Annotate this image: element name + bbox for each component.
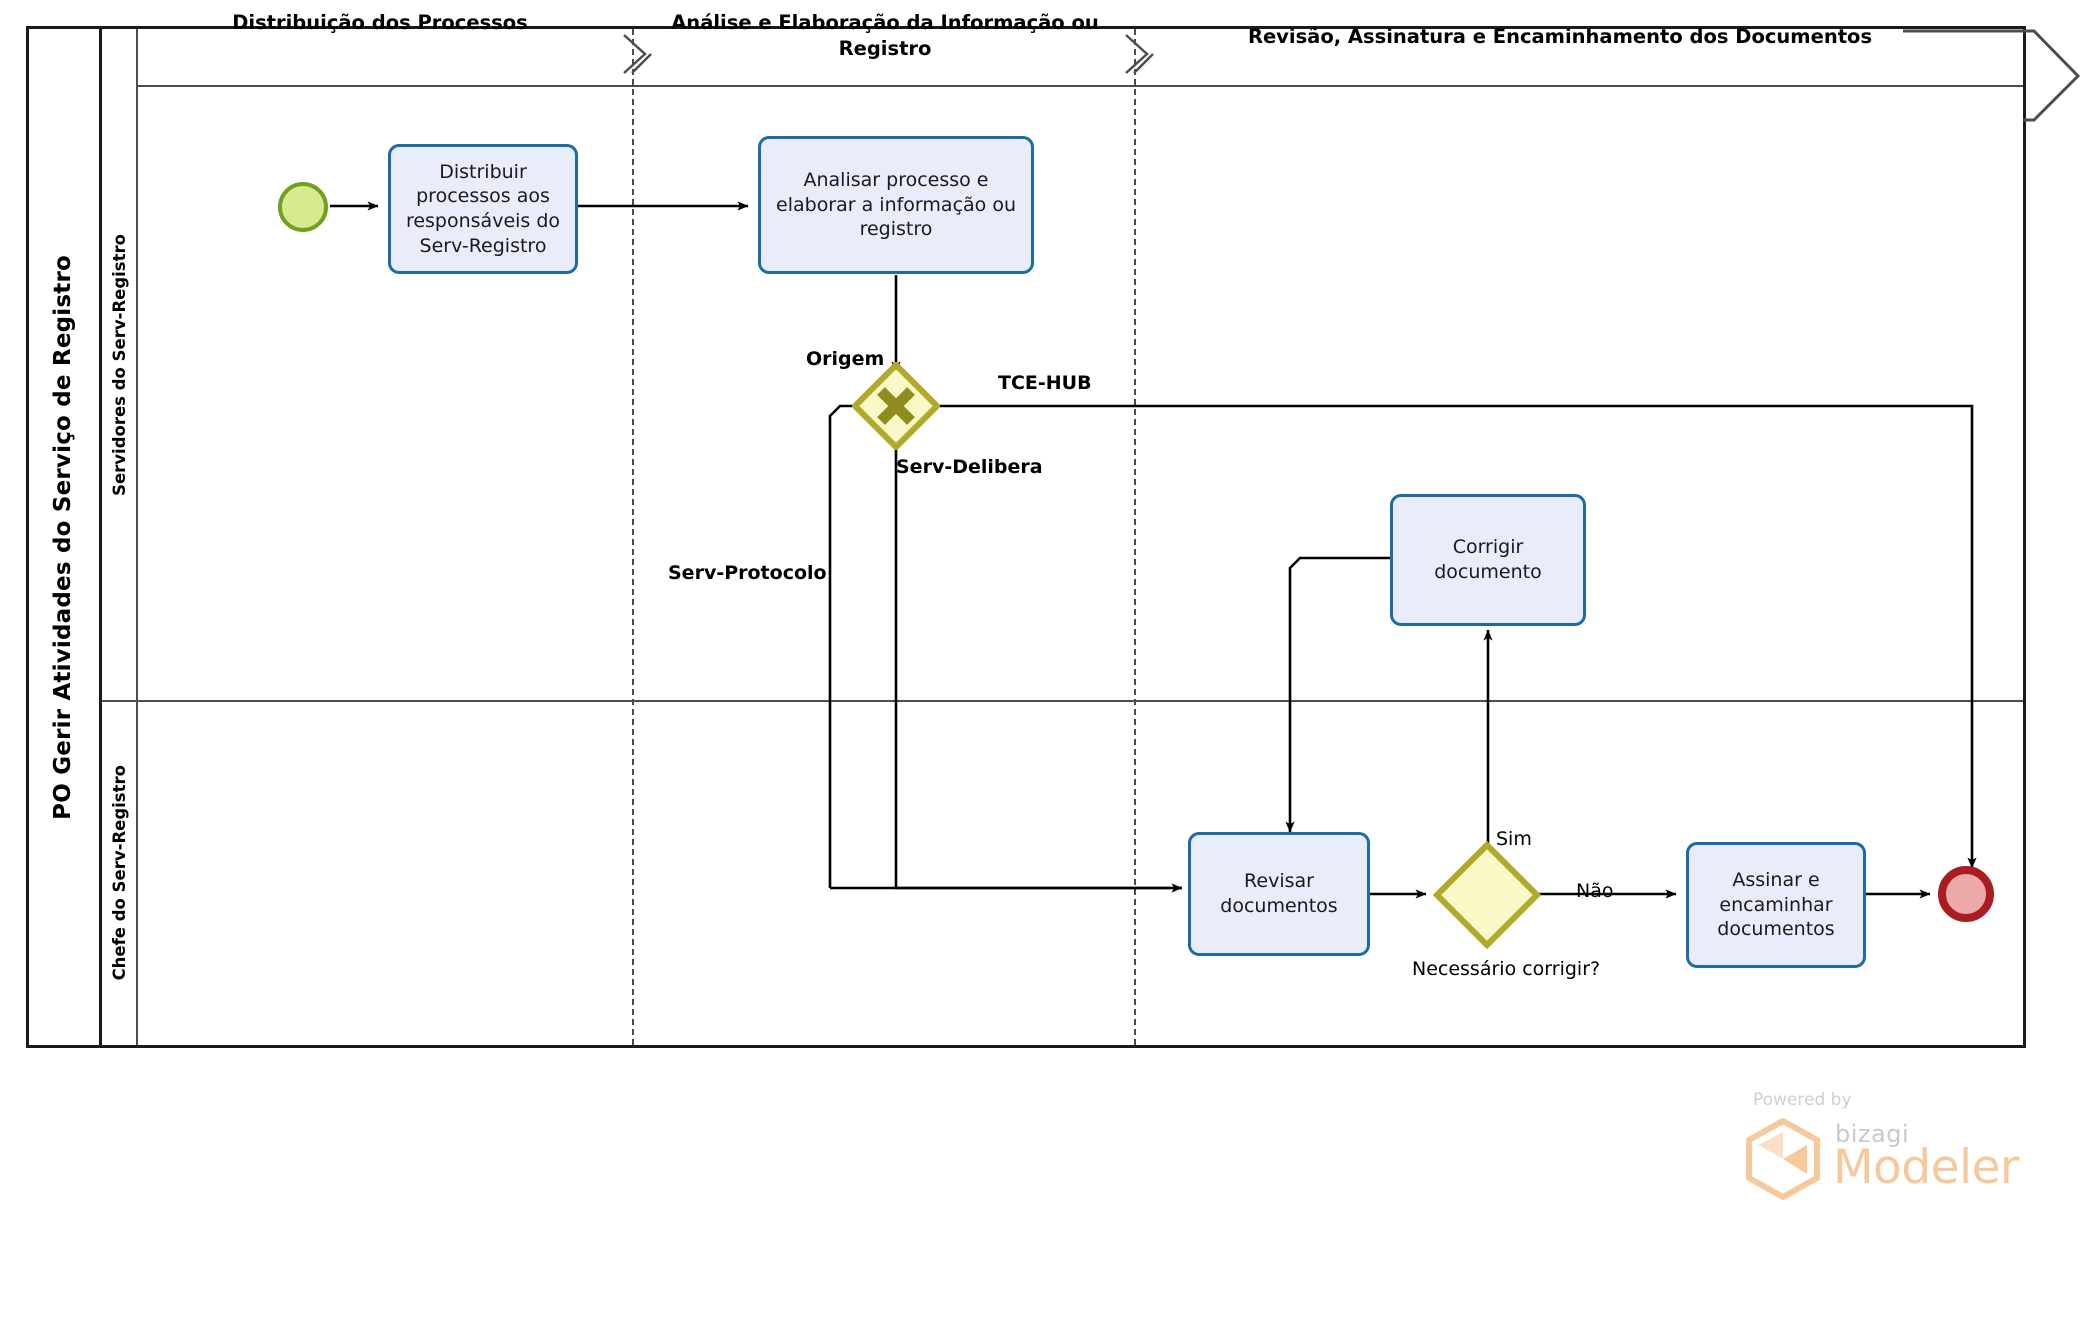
phase-separator-2 xyxy=(1134,29,1136,1045)
phase-label-analise: Análise e Elaboração da Informação ou Re… xyxy=(671,11,1099,60)
phase-separator-1 xyxy=(632,29,634,1045)
phase-label-revisao: Revisão, Assinatura e Encaminhamento dos… xyxy=(1247,25,1873,48)
exclusive-x-icon xyxy=(877,387,915,425)
task-corrigir-documento[interactable]: Corrigir documento xyxy=(1390,494,1586,626)
lane-header-servidores: Servidores do Serv-Registro xyxy=(102,29,138,700)
watermark-powered-by: Powered by xyxy=(1753,1090,1852,1110)
bizagi-hex-icon xyxy=(1745,1117,1821,1204)
flow-label-serv-protocolo: Serv-Protocolo xyxy=(668,562,827,584)
phase-label-distribuicao: Distribuição dos Processos xyxy=(232,11,528,34)
lane-label-chefe: Chefe do Serv-Registro xyxy=(109,764,129,981)
task-analisar-processo[interactable]: Analisar processo e elaborar a informaçã… xyxy=(758,136,1034,274)
flow-label-nao: Não xyxy=(1576,880,1614,902)
task-assinar-label: Assinar e encaminhar documentos xyxy=(1717,868,1835,941)
task-assinar-encaminhar[interactable]: Assinar e encaminhar documentos xyxy=(1686,842,1866,968)
flow-label-origem: Origem xyxy=(806,348,885,370)
flow-label-serv-delibera: Serv-Delibera xyxy=(896,456,1043,478)
pool-title: PO Gerir Atividades do Serviço de Regist… xyxy=(49,254,76,820)
task-analisar-label: Analisar processo e elaborar a informaçã… xyxy=(776,168,1016,241)
task-revisar-documentos[interactable]: Revisar documentos xyxy=(1188,832,1370,956)
start-event[interactable] xyxy=(278,182,328,232)
lane-label-servidores: Servidores do Serv-Registro xyxy=(109,233,129,496)
phase-band xyxy=(138,29,2023,87)
bizagi-watermark: Powered by bizagi Modeler xyxy=(1725,1090,2019,1210)
gateway-label-necessario-corrigir: Necessário corrigir? xyxy=(1412,958,1601,980)
end-event[interactable] xyxy=(1938,866,1994,922)
task-distribuir-label: Distribuir processos aos responsáveis do… xyxy=(405,160,561,257)
watermark-brand: bizagi xyxy=(1835,1120,1910,1148)
gateway-necessario-corrigir[interactable] xyxy=(1432,840,1542,950)
task-corrigir-label: Corrigir documento xyxy=(1434,536,1542,583)
lane-divider xyxy=(102,700,2023,702)
gateway-origem[interactable] xyxy=(852,362,940,450)
task-revisar-label: Revisar documentos xyxy=(1220,870,1338,917)
pool-title-band: PO Gerir Atividades do Serviço de Regist… xyxy=(26,26,102,1048)
lane-header-chefe: Chefe do Serv-Registro xyxy=(102,700,138,1045)
flow-label-tce-hub: TCE-HUB xyxy=(998,372,1092,394)
watermark-product: Modeler xyxy=(1833,1140,2019,1195)
flow-label-sim: Sim xyxy=(1496,828,1532,850)
task-distribuir-processos[interactable]: Distribuir processos aos responsáveis do… xyxy=(388,144,578,274)
